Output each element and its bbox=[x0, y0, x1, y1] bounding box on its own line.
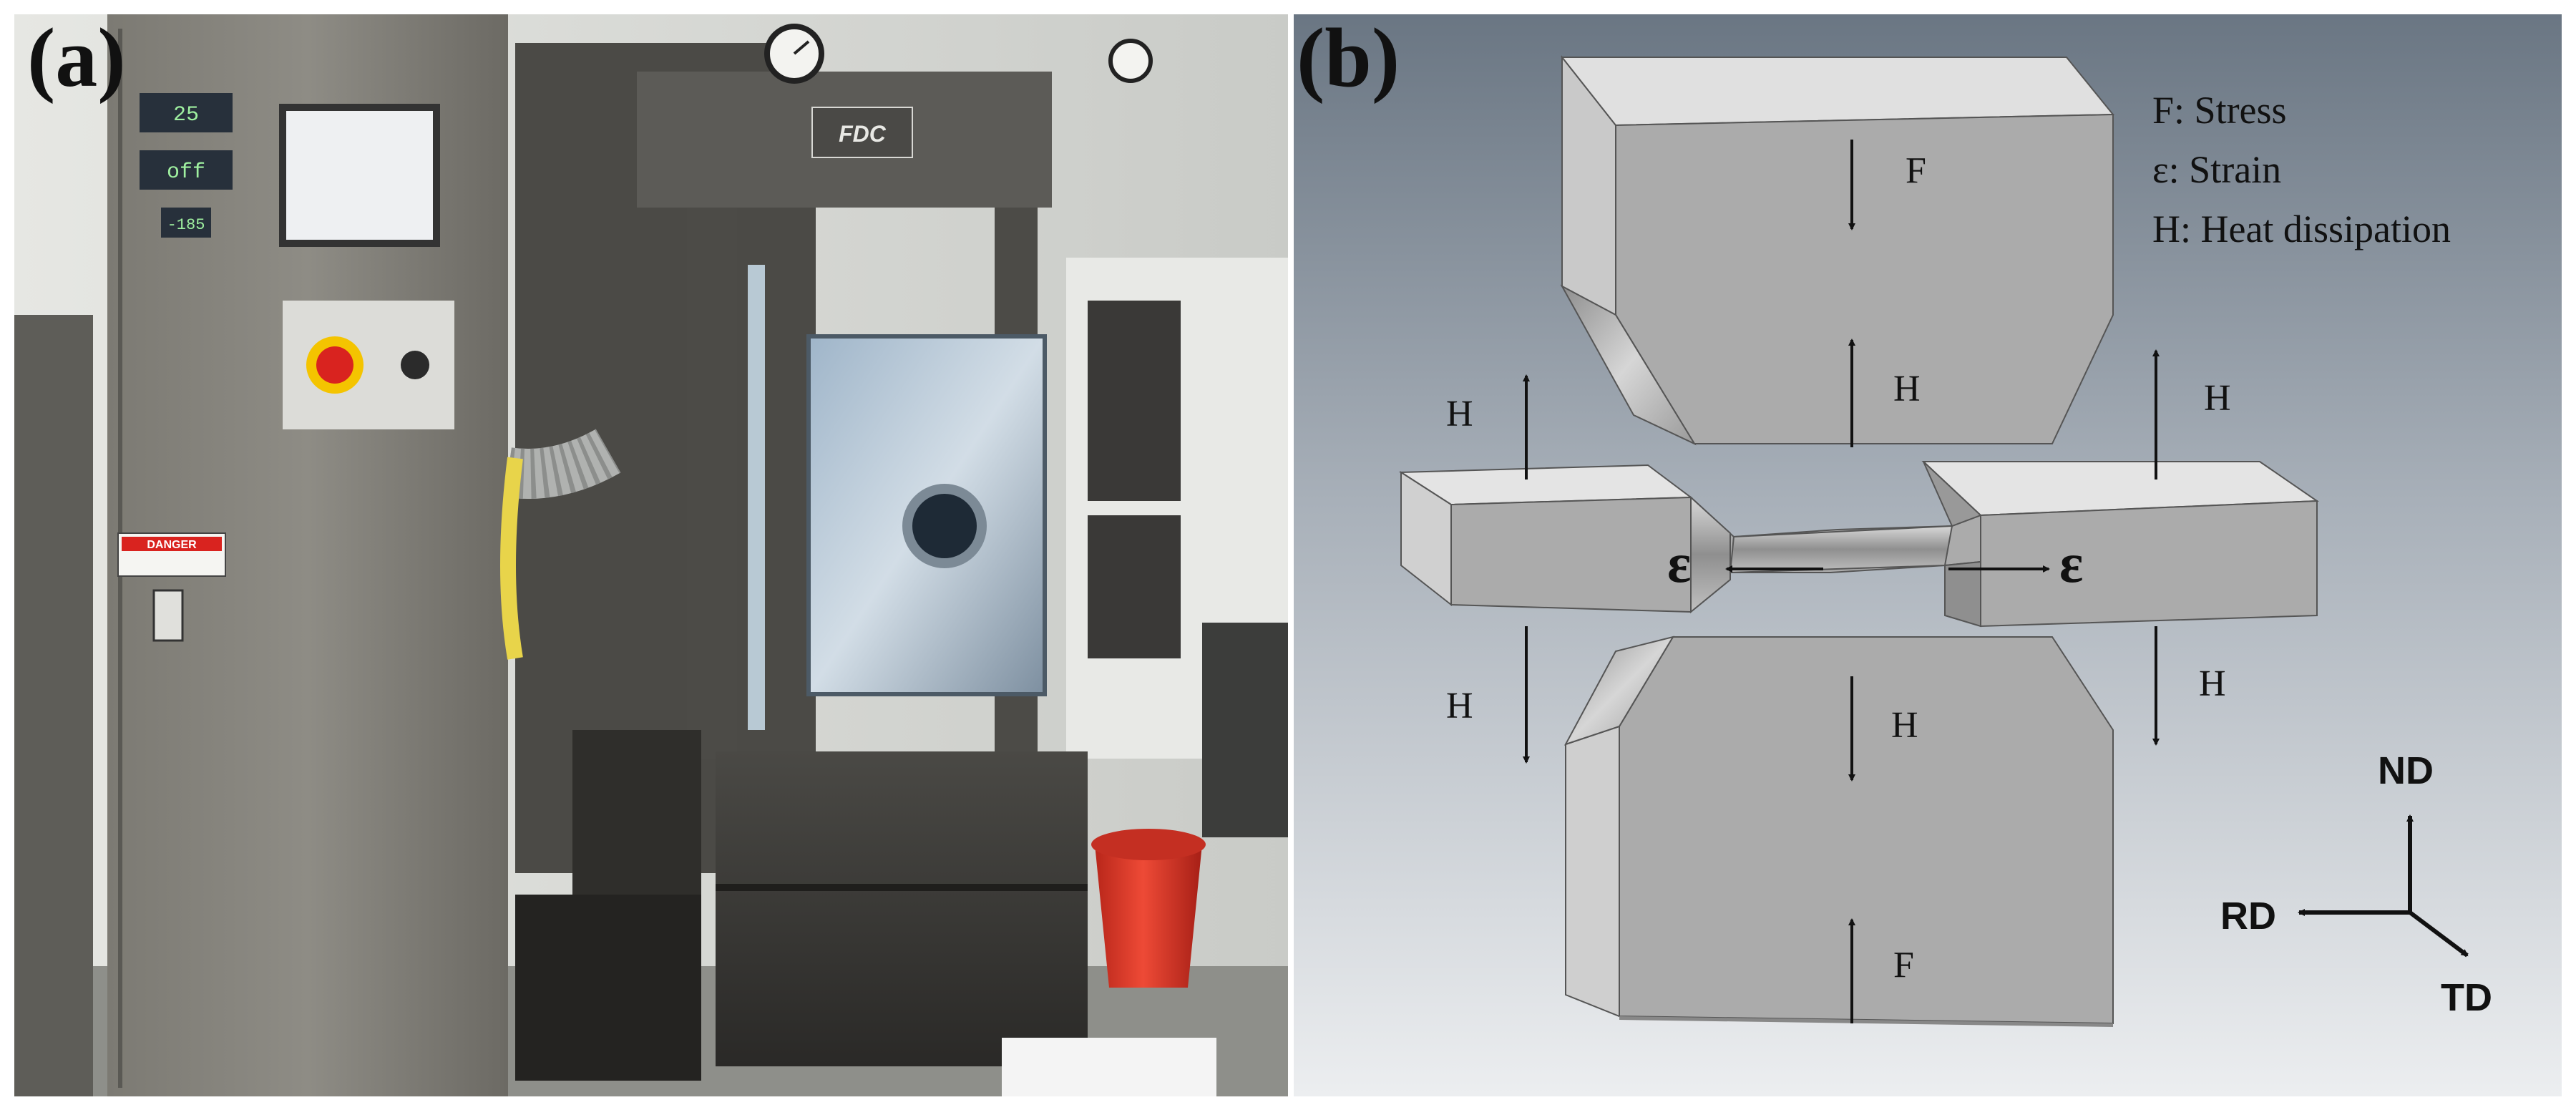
viewport-window bbox=[902, 484, 987, 568]
schematic-panel: F H H H ε ε H H H F F: Stress ε: Strain … bbox=[1294, 14, 2562, 1096]
svg-text:DANGER: DANGER bbox=[147, 539, 197, 551]
svg-text:-185: -185 bbox=[167, 216, 205, 234]
press-base bbox=[716, 751, 1088, 1066]
svg-text:FDC: FDC bbox=[839, 121, 887, 147]
photo-panel: 25 off -185 DANGER FDC bbox=[14, 14, 1288, 1096]
label-h-top-anvil: H bbox=[1893, 369, 1921, 409]
press-column-left bbox=[687, 208, 737, 759]
controller-display-3 bbox=[161, 208, 211, 238]
glass-rod bbox=[748, 265, 765, 730]
fdc-logo-plate bbox=[811, 107, 913, 158]
axis-label-nd: ND bbox=[2378, 749, 2434, 792]
svg-text:off: off bbox=[167, 160, 205, 185]
label-h-right-down: H bbox=[2199, 663, 2226, 704]
yellow-cable bbox=[500, 457, 523, 660]
label-eps-left: ε bbox=[1667, 532, 1691, 594]
legend-strain: ε: Strain bbox=[2152, 148, 2281, 191]
legend-stress: F: Stress bbox=[2152, 89, 2287, 132]
svg-text:25: 25 bbox=[173, 103, 199, 127]
coordinate-axes bbox=[2298, 814, 2469, 958]
panel-label-a: (a) bbox=[27, 11, 126, 104]
specimen bbox=[1398, 461, 2320, 628]
axis-label-td: TD bbox=[2441, 976, 2492, 1019]
left-rack bbox=[14, 315, 93, 1096]
top-anvil bbox=[1560, 55, 2115, 446]
label-eps-right: ε bbox=[2059, 532, 2083, 594]
panel-label-b: (b) bbox=[1297, 11, 1400, 104]
right-pipework bbox=[1202, 623, 1288, 837]
red-bucket bbox=[1095, 844, 1202, 988]
cable-bundle bbox=[515, 895, 701, 1081]
legend-heat: H: Heat dissipation bbox=[2152, 208, 2451, 250]
label-f-bottom: F bbox=[1893, 945, 1914, 985]
label-h-bottom-anvil: H bbox=[1891, 705, 1918, 746]
arrows bbox=[1523, 140, 2160, 1023]
label-h-left-down: H bbox=[1446, 686, 1473, 726]
label-f-top: F bbox=[1906, 150, 1926, 191]
label-h-right-up: H bbox=[2204, 378, 2231, 419]
junction-box bbox=[572, 730, 701, 895]
axis-label-rd: RD bbox=[2220, 895, 2276, 938]
controller-display-1 bbox=[140, 93, 233, 132]
key-switch bbox=[401, 351, 429, 379]
touch-screen bbox=[279, 104, 440, 247]
bottom-anvil bbox=[1563, 636, 2114, 1027]
checkered-cloth bbox=[1002, 1038, 1216, 1096]
controller-display-2 bbox=[140, 150, 233, 190]
label-h-left-up: H bbox=[1446, 394, 1473, 434]
